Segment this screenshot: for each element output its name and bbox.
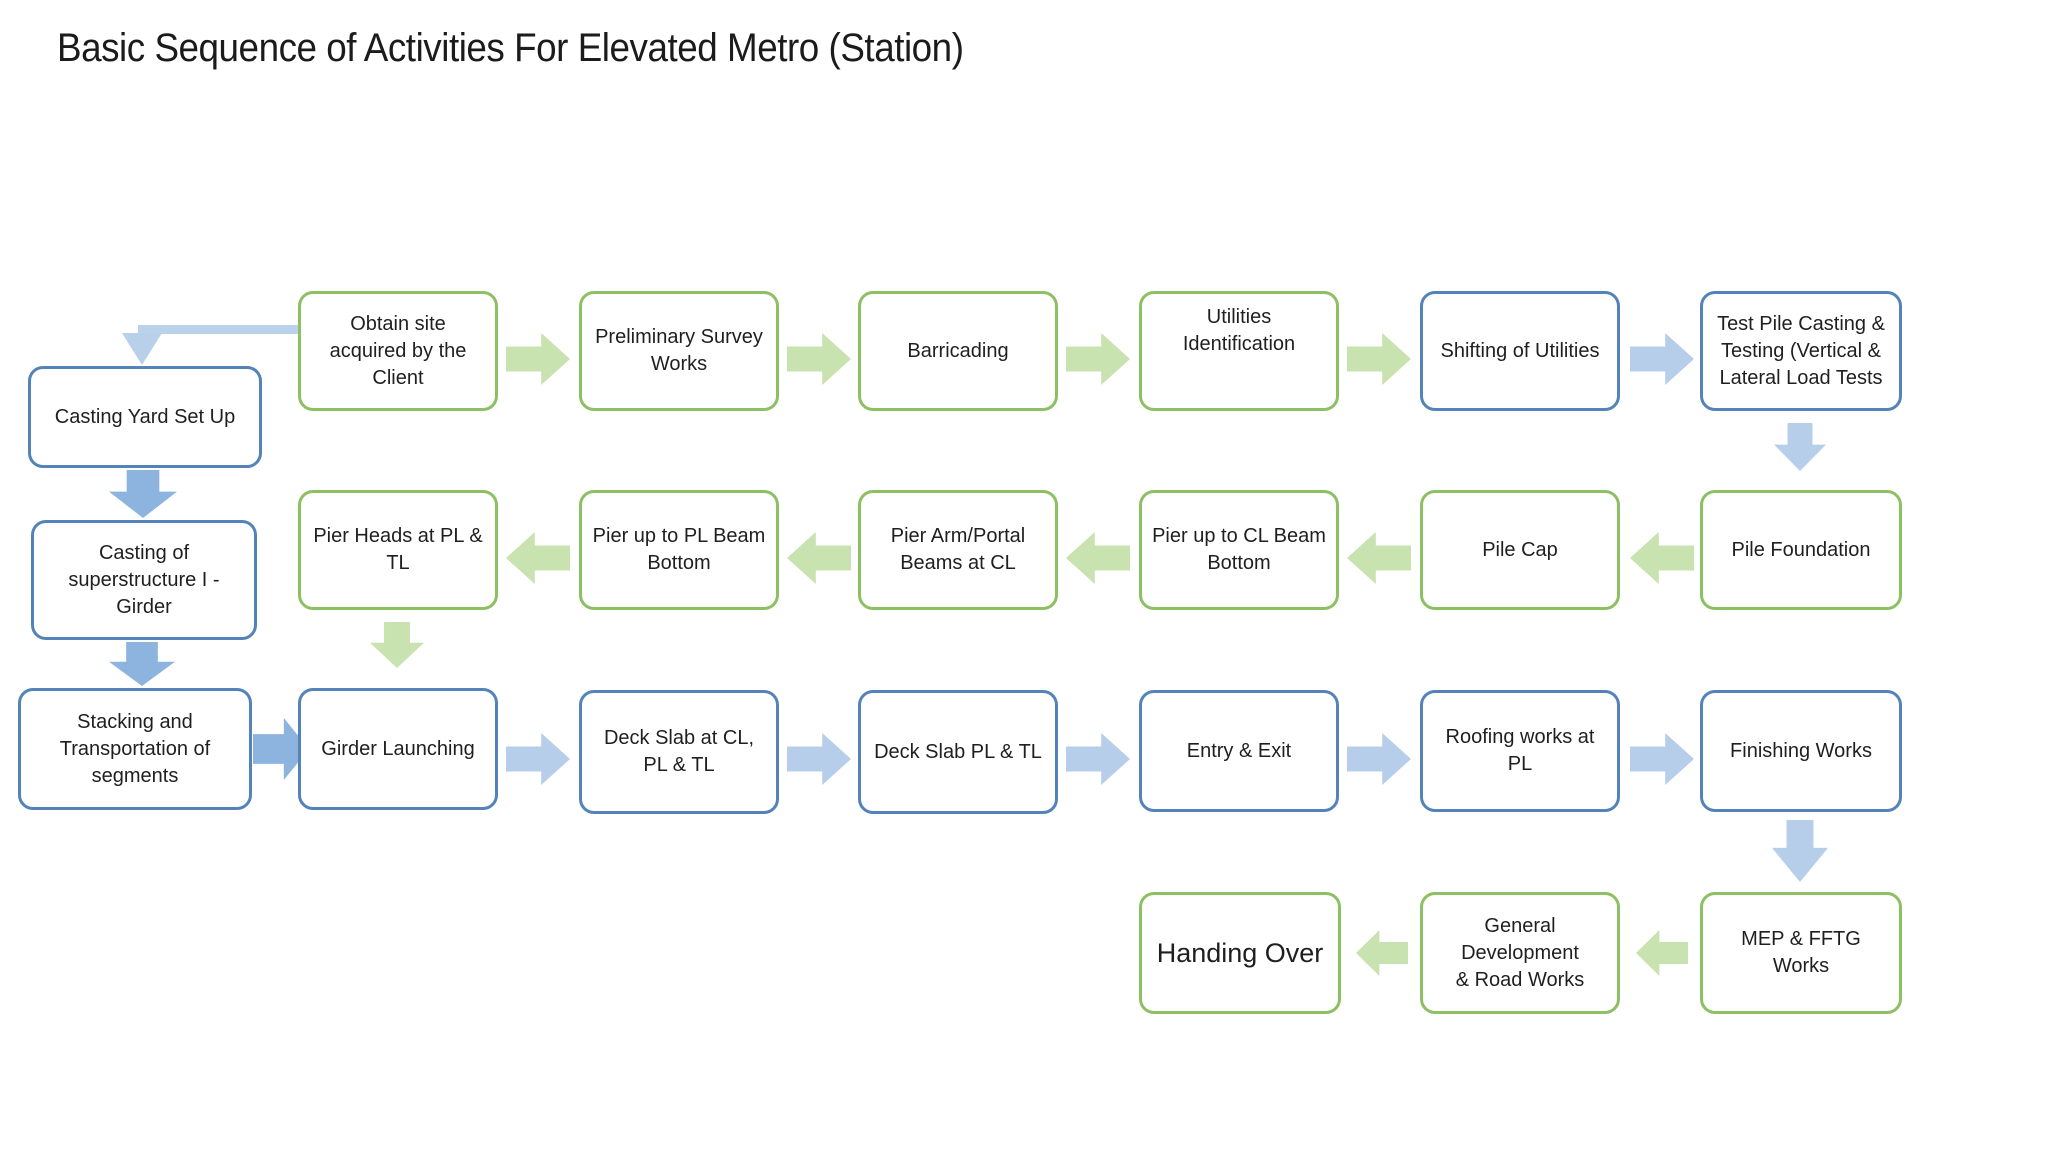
node-pier-arm-portal: Pier Arm/Portal Beams at CL [858, 490, 1058, 610]
arrow-right-icon [787, 733, 851, 785]
node-casting-superstructure: Casting of superstructure I - Girder [31, 520, 257, 640]
arrow-down-icon [1774, 423, 1826, 471]
node-obtain-site: Obtain site acquired by the Client [298, 291, 498, 411]
arrow-right-icon [1066, 333, 1130, 385]
node-mep-fftg: MEP & FFTG Works [1700, 892, 1902, 1014]
node-stacking-transportation: Stacking and Transportation of segments [18, 688, 252, 810]
arrow-left-icon [1356, 930, 1408, 976]
node-roofing-works: Roofing works at PL [1420, 690, 1620, 812]
node-utilities-identification: Utilities Identification [1139, 291, 1339, 411]
node-shifting-utilities: Shifting of Utilities [1420, 291, 1620, 411]
elbow-arrowhead-icon [122, 333, 162, 365]
node-pile-cap: Pile Cap [1420, 490, 1620, 610]
arrow-left-icon [506, 532, 570, 584]
node-girder-launching: Girder Launching [298, 688, 498, 810]
arrow-right-icon [1066, 733, 1130, 785]
arrow-down-icon [109, 642, 175, 686]
arrow-left-icon [1066, 532, 1130, 584]
arrow-right-icon [506, 333, 570, 385]
arrow-left-icon [1630, 532, 1694, 584]
node-pier-up-to-cl: Pier up to CL Beam Bottom [1139, 490, 1339, 610]
elbow-connector [138, 325, 298, 334]
arrow-right-icon [1347, 733, 1411, 785]
arrow-down-icon [370, 622, 424, 668]
node-deck-slab-pl-tl: Deck Slab PL & TL [858, 690, 1058, 814]
arrow-right-icon [1630, 733, 1694, 785]
arrow-left-icon [1347, 532, 1411, 584]
node-finishing-works: Finishing Works [1700, 690, 1902, 812]
arrow-right-icon [506, 733, 570, 785]
node-preliminary-survey: Preliminary Survey Works [579, 291, 779, 411]
node-handing-over: Handing Over [1139, 892, 1341, 1014]
arrow-down-icon [109, 470, 177, 518]
arrow-left-icon [1636, 930, 1688, 976]
node-pile-foundation: Pile Foundation [1700, 490, 1902, 610]
node-barricading: Barricading [858, 291, 1058, 411]
arrow-right-icon [1630, 333, 1694, 385]
page-title: Basic Sequence of Activities For Elevate… [57, 26, 964, 70]
arrow-left-icon [787, 532, 851, 584]
node-pier-heads: Pier Heads at PL & TL [298, 490, 498, 610]
node-test-pile: Test Pile Casting & Testing (Vertical & … [1700, 291, 1902, 411]
node-casting-yard: Casting Yard Set Up [28, 366, 262, 468]
arrow-right-icon [787, 333, 851, 385]
arrow-down-icon [1772, 820, 1828, 882]
arrow-right-icon [1347, 333, 1411, 385]
node-general-development: General Development & Road Works [1420, 892, 1620, 1014]
node-deck-slab-cl-pl-tl: Deck Slab at CL, PL & TL [579, 690, 779, 814]
node-entry-exit: Entry & Exit [1139, 690, 1339, 812]
node-pier-up-to-pl: Pier up to PL Beam Bottom [579, 490, 779, 610]
